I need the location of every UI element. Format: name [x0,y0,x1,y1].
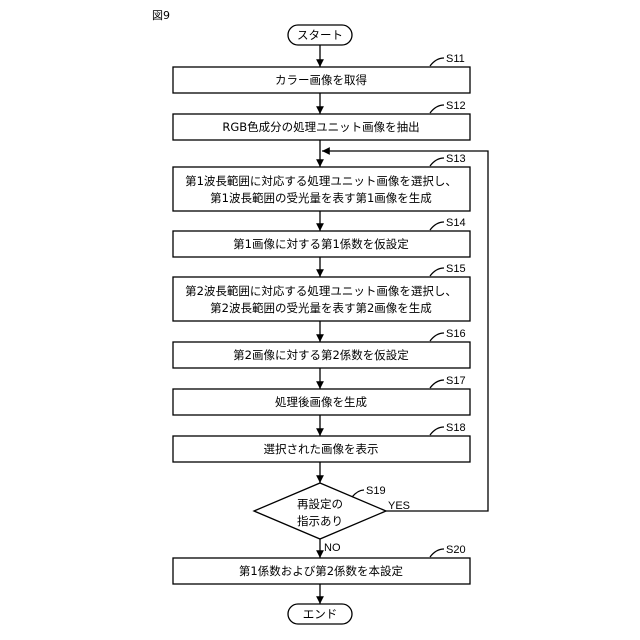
step-s14-leader [430,222,444,230]
step-s13-leader [430,158,444,166]
step-s15-leader [430,268,444,276]
figure-label: 図9 [152,9,170,22]
decision-text-line1: 再設定の [297,497,343,511]
step-s17: 処理後画像を生成 S17 [173,375,470,415]
step-s11: カラー画像を取得 S11 [173,53,470,93]
step-s12-id: S12 [446,100,466,112]
step-s13-text-line1: 第1波長範囲に対応する処理ユニット画像を選択し、 [185,174,457,188]
step-s13-id: S13 [446,153,466,165]
step-s11-leader [430,58,444,66]
step-s16-text: 第2画像に対する第2係数を仮設定 [233,348,409,362]
step-s12-leader [430,105,444,113]
step-s18-id: S18 [446,422,466,434]
step-s20-id: S20 [446,544,466,556]
step-s16-leader [430,333,444,341]
step-s14: 第1画像に対する第1係数を仮設定 S14 [173,217,470,257]
step-s20-text: 第1係数および第2係数を本設定 [239,564,404,578]
step-s12-text: RGB色成分の処理ユニット画像を抽出 [222,120,419,134]
step-s15-id: S15 [446,263,466,275]
step-s20-leader [430,549,444,557]
step-s12: RGB色成分の処理ユニット画像を抽出 S12 [173,100,470,140]
decision-id: S19 [366,485,386,497]
start-label: スタート [297,28,343,42]
step-s11-id: S11 [446,53,465,65]
step-s18-leader [430,427,444,435]
step-s15-text-line2: 第2波長範囲の受光量を表す第2画像を生成 [210,301,432,315]
decision-leader [352,490,364,497]
step-s15: 第2波長範囲に対応する処理ユニット画像を選択し、 第2波長範囲の受光量を表す第2… [173,263,470,321]
step-s14-id: S14 [446,217,466,229]
step-s13: 第1波長範囲に対応する処理ユニット画像を選択し、 第1波長範囲の受光量を表す第1… [173,153,470,211]
step-s16-id: S16 [446,328,466,340]
step-s17-id: S17 [446,375,466,387]
start-terminal: スタート [288,25,352,45]
step-s11-text: カラー画像を取得 [275,73,367,87]
decision-text-line2: 指示あり [297,514,343,528]
decision-s19: 再設定の 指示あり S19 YES NO [254,483,410,554]
step-s18: 選択された画像を表示 S18 [173,422,470,462]
step-s14-text: 第1画像に対する第1係数を仮設定 [233,237,409,251]
step-s17-leader [430,380,444,388]
step-s17-text: 処理後画像を生成 [275,395,367,409]
end-terminal: エンド [288,604,352,624]
step-s13-text-line2: 第1波長範囲の受光量を表す第1画像を生成 [210,191,432,205]
step-s18-text: 選択された画像を表示 [264,442,379,456]
end-label: エンド [303,607,338,621]
step-s20: 第1係数および第2係数を本設定 S20 [173,544,470,584]
decision-no-label: NO [324,542,341,554]
step-s16: 第2画像に対する第2係数を仮設定 S16 [173,328,470,368]
step-s15-text-line1: 第2波長範囲に対応する処理ユニット画像を選択し、 [185,284,457,298]
decision-yes-label: YES [388,500,410,512]
